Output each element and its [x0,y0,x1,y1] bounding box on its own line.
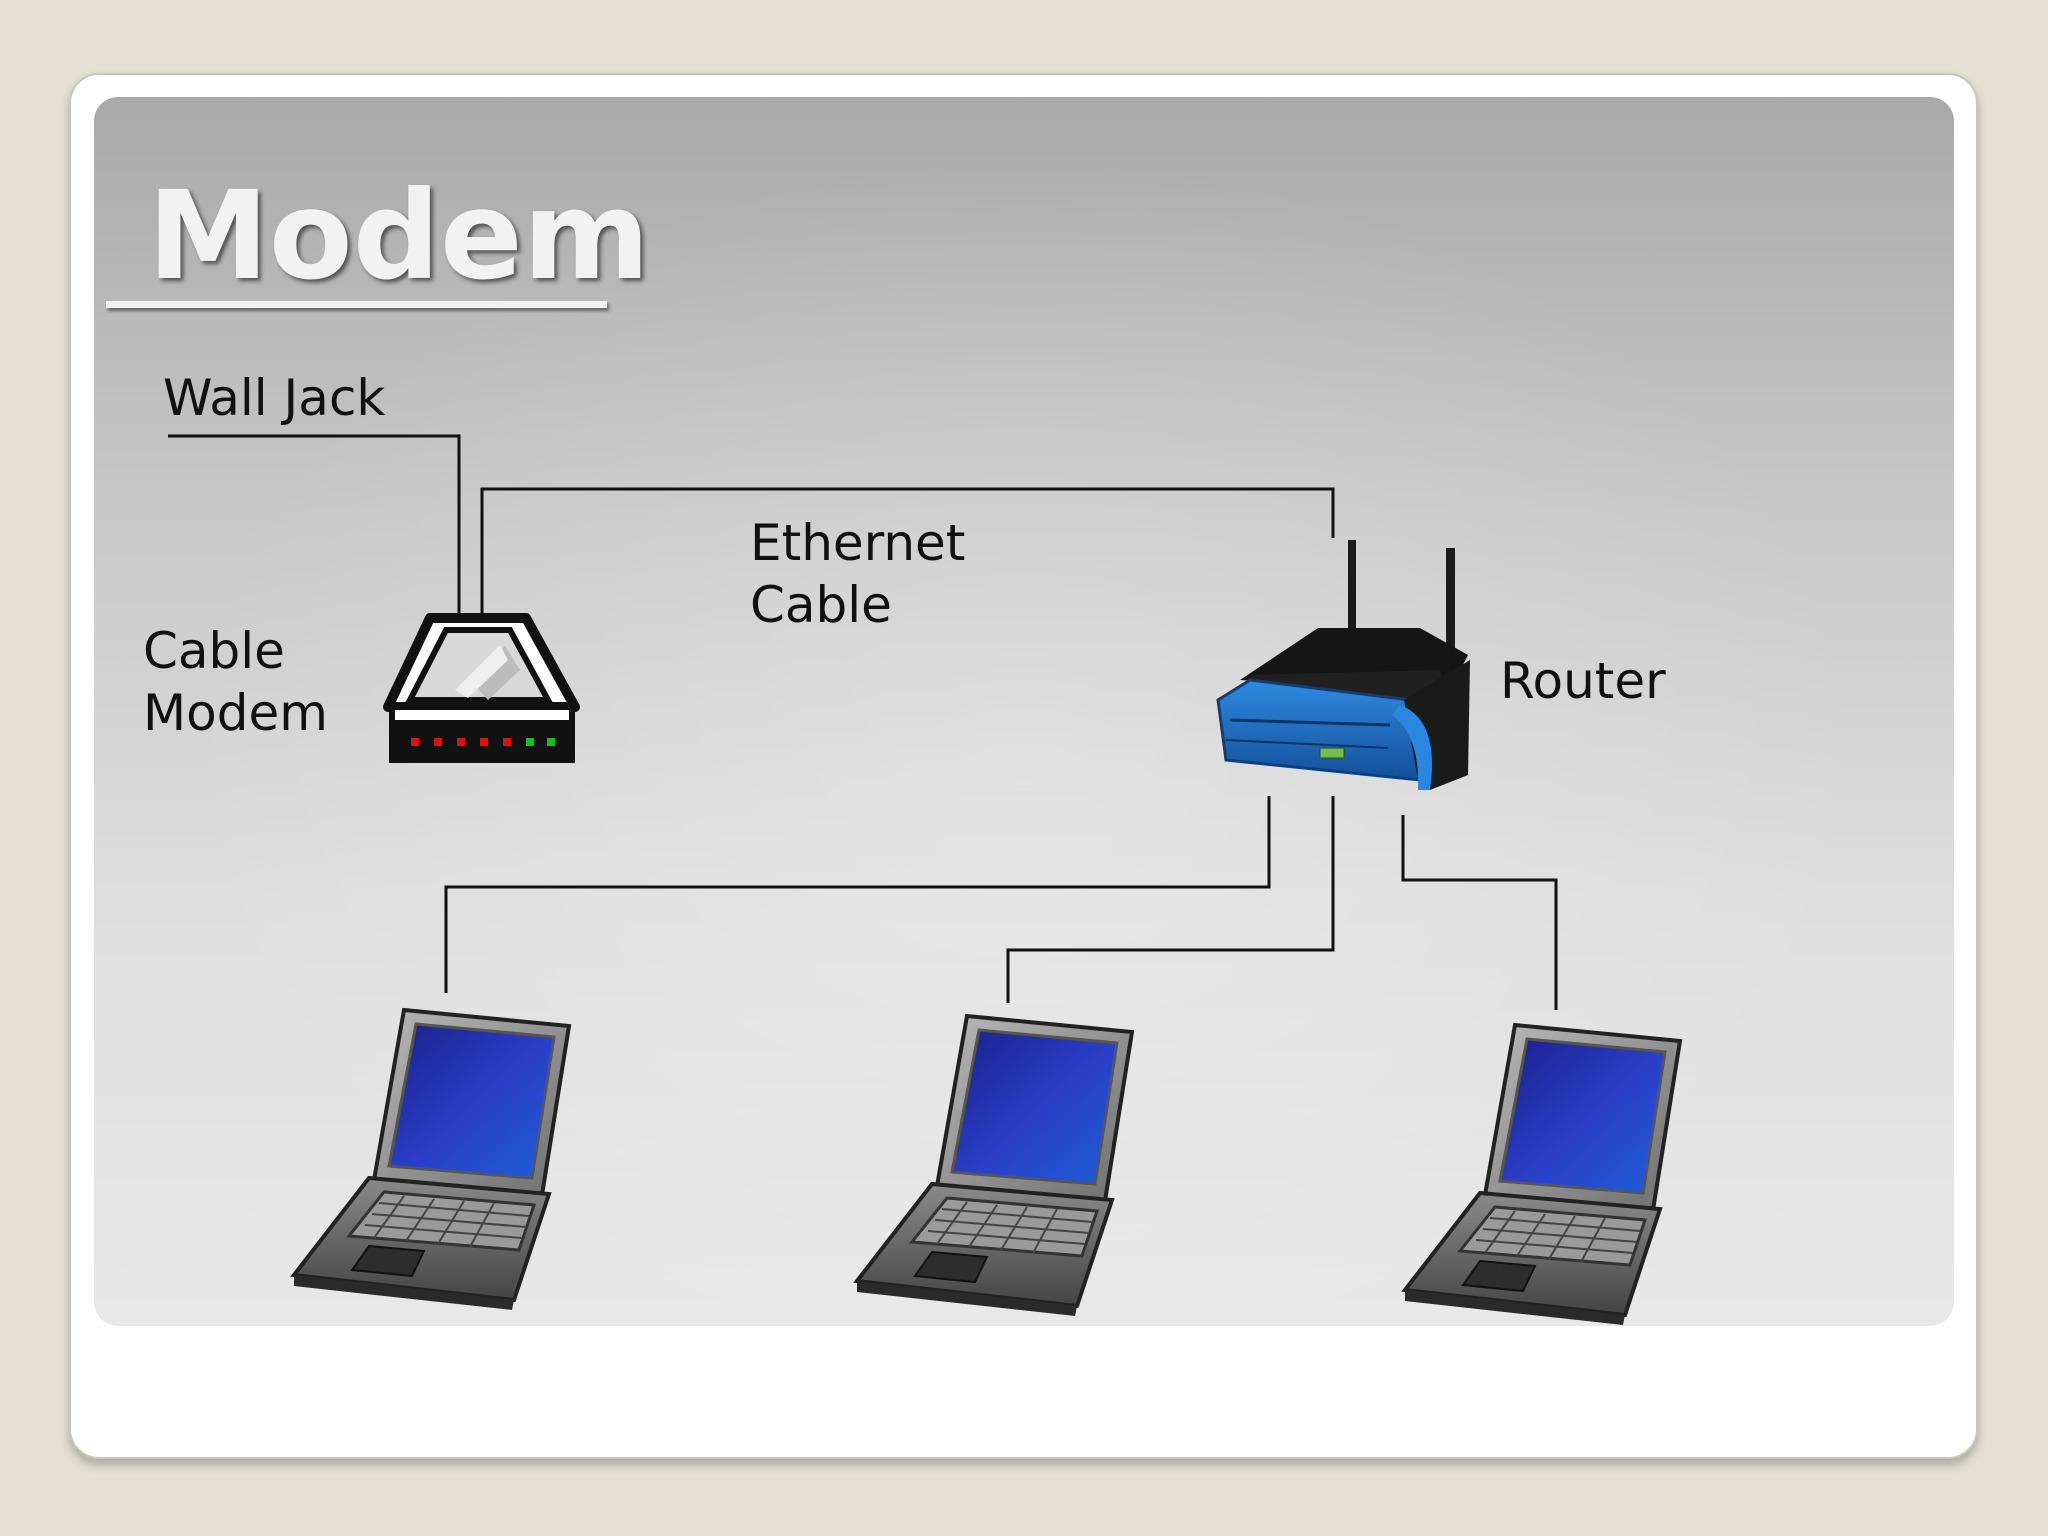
laptop-icon [292,1008,571,1312]
slide-title: Modem [105,165,650,307]
label-cable-modem-line2: Modem [143,684,328,742]
modem-status-leds [411,738,555,746]
label-cable-modem-line1: Cable [143,622,285,680]
laptop-icon [1403,1023,1682,1327]
connector-lines [168,434,1558,1010]
laptop-icon [855,1014,1134,1318]
label-ethernet-cable-line1: Ethernet [750,514,966,572]
wall-jack-line [168,434,461,615]
label-ethernet-cable-line2: Cable [750,576,892,634]
router-laptop3-line [1401,815,1558,1010]
label-wall-jack: Wall Jack [163,369,386,427]
router-icon [1216,540,1470,790]
cable-modem-icon [383,613,580,763]
router-laptop2-line [1006,796,1335,1003]
router-laptop1-line [444,796,1271,993]
ethernet-cable-line [480,487,1335,615]
label-cable-modem: Cable Modem [143,620,328,744]
label-router: Router [1500,652,1666,710]
title-underline [106,301,607,308]
label-ethernet-cable: Ethernet Cable [750,512,965,636]
